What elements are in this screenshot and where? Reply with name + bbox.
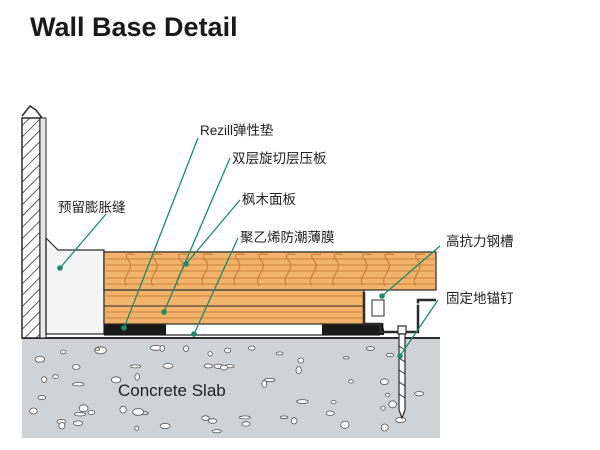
aggregate-stone (87, 410, 96, 415)
aggregate-stone (386, 352, 395, 358)
aggregate-stone (241, 421, 251, 427)
aggregate-stone (74, 412, 87, 417)
wood-floor-assembly (103, 251, 437, 325)
aggregate-stone (134, 425, 140, 431)
aggregate-stone (111, 376, 122, 384)
aggregate-stone (94, 347, 101, 351)
label-expansion-gap: 预留膨胀缝 (58, 200, 126, 216)
label-steel-channel: 高抗力钢槽 (446, 233, 514, 250)
label-plywood: 双层旋切层压板 (232, 151, 327, 167)
leader-plywood (163, 157, 231, 313)
wood-grain-swirls (124, 253, 425, 287)
aggregate-stone (211, 429, 222, 434)
slab-aggregate (29, 344, 425, 434)
aggregate-stone (385, 392, 391, 397)
aggregate-stone (78, 404, 89, 413)
aggregate-stone (343, 356, 350, 360)
aggregate-stone (296, 399, 309, 405)
aggregate-stone (183, 345, 189, 353)
aggregate-stone (380, 405, 386, 411)
aggregate-stone (52, 374, 59, 379)
aggregate-stone (224, 347, 232, 354)
anchor-nail (397, 325, 407, 420)
aggregate-stone (380, 423, 389, 432)
label-rezill: Rezill弹性垫 (200, 123, 274, 138)
aggregate-stone (239, 415, 251, 420)
leader-anchor (399, 299, 439, 357)
aggregate-stone (37, 395, 46, 401)
aggregate-stone (207, 418, 218, 424)
aggregate-stone (395, 416, 407, 424)
aggregate-stone (159, 422, 171, 430)
leader-expansion-gap (59, 213, 107, 269)
aggregate-stone (73, 420, 84, 427)
aggregate-stone (58, 422, 66, 430)
aggregate-stone (275, 351, 284, 356)
rezill-pad-right (322, 323, 384, 335)
aggregate-stone (71, 364, 81, 370)
aggregate-stone (264, 377, 276, 382)
leader-lines (59, 137, 441, 357)
leader-film (193, 237, 239, 335)
leader-rezill (123, 137, 199, 329)
aggregate-stone (29, 407, 38, 415)
aggregate-stone (388, 400, 397, 409)
aggregate-stone (34, 355, 46, 363)
aggregate-stone (325, 410, 335, 416)
wood-grain (106, 258, 434, 319)
diagram-title: Wall Base Detail (30, 12, 238, 42)
aggregate-stone (295, 366, 302, 375)
aggregate-stone (132, 407, 144, 416)
aggregate-stone (365, 346, 375, 351)
steel-channel (362, 292, 436, 334)
aggregate-stone (207, 351, 213, 357)
label-anchor: 固定地锚钉 (446, 291, 514, 307)
aggregate-stone (162, 363, 174, 369)
aggregate-stone (130, 364, 142, 369)
leader-maple (185, 199, 241, 265)
label-concrete-slab: Concrete Slab (118, 381, 226, 400)
aggregate-stone (159, 344, 165, 352)
aggregate-stone (134, 373, 140, 381)
aggregate-stone (60, 349, 67, 355)
aggregate-stone (40, 376, 48, 383)
aggregate-stone (72, 382, 85, 387)
aggregate-stone (119, 405, 127, 414)
aggregate-stone (379, 378, 389, 386)
leader-steel-channel (381, 245, 441, 297)
leader-dots (57, 261, 403, 359)
concrete-slab (22, 337, 440, 438)
rezill-pad-left (104, 323, 166, 335)
label-film: 聚乙烯防潮薄膜 (240, 230, 335, 246)
aggregate-stone (414, 391, 425, 397)
aggregate-stone (340, 420, 350, 429)
aggregate-stone (248, 345, 256, 351)
aggregate-stone (201, 415, 210, 421)
aggregate-stone (297, 357, 304, 364)
aggregate-stone (348, 379, 354, 384)
wall (21, 104, 105, 339)
aggregate-stone (279, 415, 289, 420)
aggregate-stone (203, 363, 213, 369)
aggregate-stone (219, 364, 228, 371)
aggregate-stone (290, 417, 298, 425)
aggregate-stone (330, 399, 337, 405)
label-maple: 枫木面板 (242, 192, 296, 208)
